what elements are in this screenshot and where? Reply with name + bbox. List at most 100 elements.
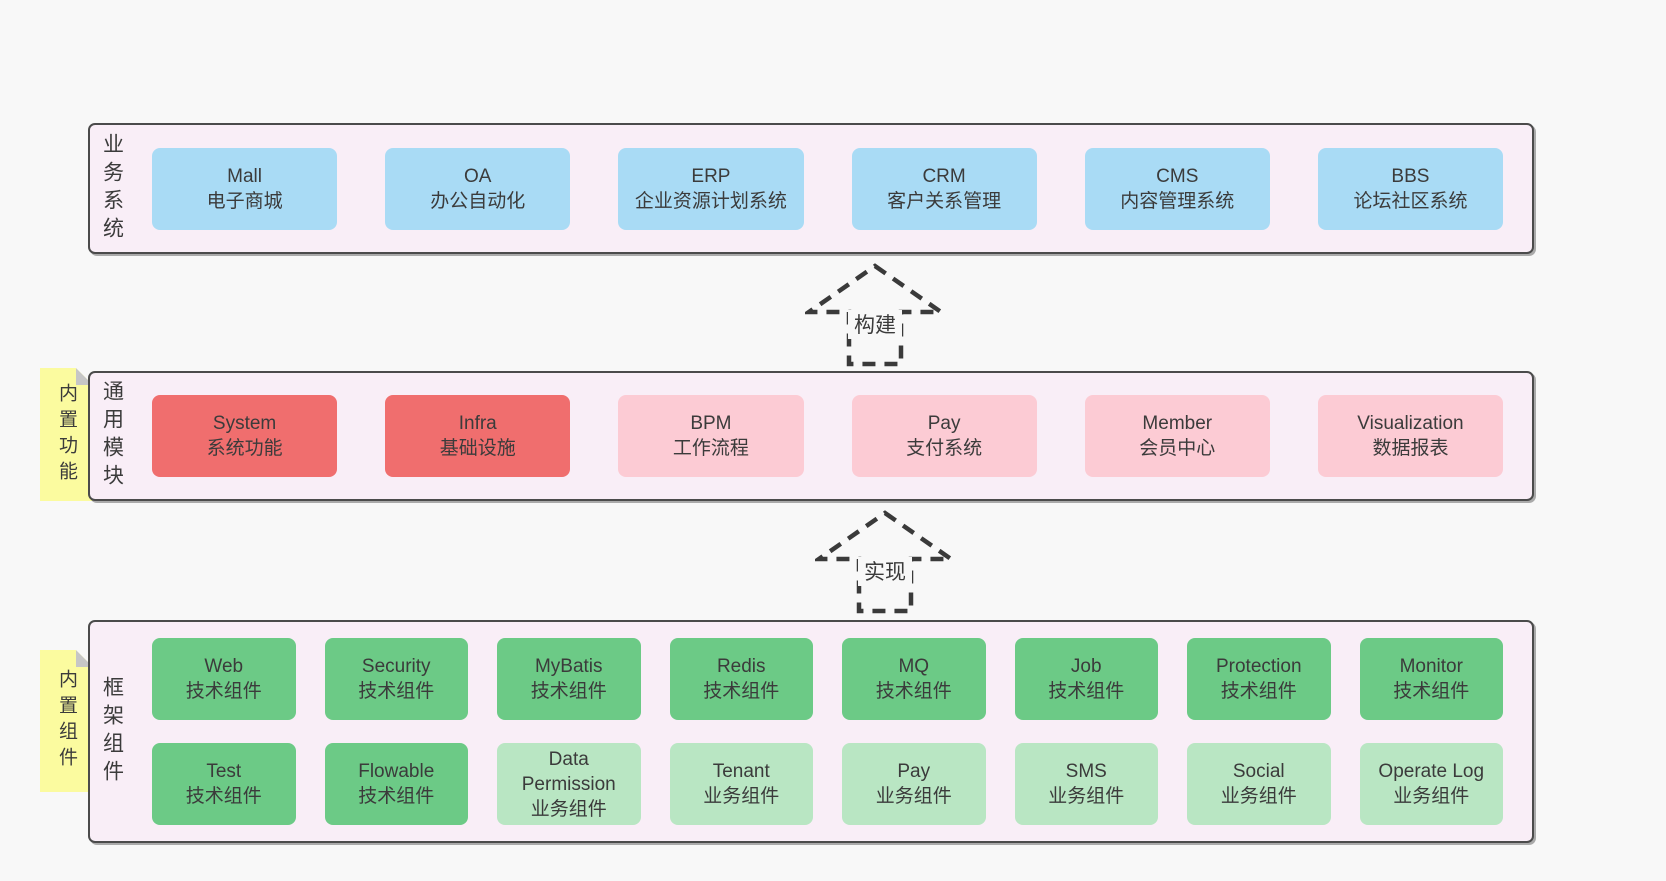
box-visualization: Visualization 数据报表 bbox=[1317, 395, 1504, 477]
box-pay: Pay 支付系统 bbox=[851, 395, 1037, 477]
box-subtitle: 系统功能 bbox=[206, 438, 283, 459]
box-title: Social bbox=[1232, 761, 1285, 782]
box-title: Web bbox=[204, 656, 244, 677]
box-title: MQ bbox=[898, 656, 930, 677]
arrow-label-background bbox=[858, 557, 912, 586]
box-subtitle: 技术组件 bbox=[703, 681, 780, 702]
box-title: CRM bbox=[922, 165, 966, 187]
box-subtitle: 工作流程 bbox=[672, 438, 749, 459]
sticky-note-label: 内置功能 bbox=[56, 382, 77, 487]
box-title: SMS bbox=[1065, 761, 1107, 782]
box-title: Job bbox=[1070, 656, 1102, 677]
box-title: Operate Log bbox=[1378, 761, 1485, 782]
common-modules-row: System 系统功能 Infra 基础设施 BPM 工作流程 Pay 支付系统… bbox=[134, 373, 1532, 499]
box-title: Visualization bbox=[1357, 413, 1464, 434]
box-member: Member 会员中心 bbox=[1084, 395, 1270, 477]
band-common-modules: 通用模块 System 系统功能 Infra 基础设施 BPM 工作流程 Pay… bbox=[88, 371, 1534, 501]
box-title: Infra bbox=[458, 413, 497, 434]
arrow-up-build: 构建 bbox=[805, 263, 945, 367]
arrow-up-implement: 实现 bbox=[815, 510, 955, 614]
box-subtitle: 会员中心 bbox=[1139, 438, 1216, 459]
box-title: BPM bbox=[690, 413, 732, 434]
box-title: CMS bbox=[1156, 165, 1199, 187]
band-label-text: 通用模块 bbox=[100, 380, 124, 492]
box-subtitle: 技术组件 bbox=[358, 786, 435, 807]
box-subtitle: 论坛社区系统 bbox=[1353, 190, 1468, 212]
box-title: Protection bbox=[1215, 656, 1302, 677]
box-title: Data Permission bbox=[521, 748, 616, 795]
box-redis: Redis 技术组件 bbox=[669, 638, 813, 720]
box-subtitle: 内容管理系统 bbox=[1120, 190, 1235, 212]
box-subtitle: 业务组件 bbox=[703, 786, 780, 807]
box-title: Pay bbox=[897, 761, 931, 782]
box-subtitle: 技术组件 bbox=[358, 681, 435, 702]
box-subtitle: 业务组件 bbox=[530, 798, 607, 820]
box-title: Tenant bbox=[712, 761, 770, 782]
box-infra: Infra 基础设施 bbox=[385, 395, 571, 477]
sticky-note-built-in-components: 内置组件 bbox=[40, 650, 93, 792]
box-data-permission: Data Permission 业务组件 bbox=[497, 743, 641, 825]
box-subtitle: 技术组件 bbox=[1048, 681, 1125, 702]
box-title: BBS bbox=[1391, 165, 1430, 187]
box-title: Redis bbox=[716, 656, 766, 677]
business-systems-row: Mall 电子商城 OA 办公自动化 ERP 企业资源计划系统 CRM 客户关系… bbox=[134, 125, 1532, 252]
box-crm: CRM 客户关系管理 bbox=[851, 147, 1037, 230]
band-business-systems: 业务系统 Mall 电子商城 OA 办公自动化 ERP 企业资源计划系统 CRM… bbox=[88, 123, 1534, 254]
box-subtitle: 电子商城 bbox=[206, 190, 283, 212]
box-title: MyBatis bbox=[534, 656, 603, 677]
box-social: Social 业务组件 bbox=[1187, 743, 1331, 825]
arrow-label: 构建 bbox=[854, 314, 896, 337]
box-security: Security 技术组件 bbox=[324, 638, 468, 720]
band-label-framework-components: 框架组件 bbox=[90, 622, 134, 841]
box-title: Member bbox=[1142, 413, 1213, 434]
box-title: Security bbox=[361, 656, 431, 677]
arrow-label: 实现 bbox=[864, 561, 906, 584]
box-title: Mall bbox=[227, 165, 262, 187]
box-subtitle: 技术组件 bbox=[185, 786, 262, 807]
box-subtitle: 业务组件 bbox=[1220, 786, 1297, 807]
sticky-note-built-in-features: 内置功能 bbox=[40, 368, 93, 501]
box-bpm: BPM 工作流程 bbox=[618, 395, 804, 477]
box-system: System 系统功能 bbox=[152, 395, 338, 477]
box-subtitle: 技术组件 bbox=[875, 681, 952, 702]
box-subtitle: 客户关系管理 bbox=[887, 190, 1002, 212]
box-test: Test 技术组件 bbox=[152, 743, 296, 825]
box-title: ERP bbox=[691, 165, 731, 187]
band-label-common-modules: 通用模块 bbox=[90, 373, 134, 499]
box-title: Test bbox=[206, 761, 242, 782]
box-sms: SMS 业务组件 bbox=[1014, 743, 1158, 825]
box-subtitle: 支付系统 bbox=[906, 438, 983, 459]
box-tenant: Tenant 业务组件 bbox=[669, 743, 813, 825]
box-pay-business: Pay 业务组件 bbox=[842, 743, 986, 825]
box-subtitle: 基础设施 bbox=[439, 438, 516, 459]
box-subtitle: 技术组件 bbox=[1220, 681, 1297, 702]
framework-components-row-2: Test 技术组件 Flowable 技术组件 Data Permission … bbox=[152, 743, 1503, 825]
box-subtitle: 业务组件 bbox=[1048, 786, 1125, 807]
sticky-note-label: 内置组件 bbox=[56, 669, 77, 773]
arrow-outline bbox=[815, 510, 955, 614]
box-mybatis: MyBatis 技术组件 bbox=[497, 638, 641, 720]
box-subtitle: 业务组件 bbox=[875, 786, 952, 807]
box-flowable: Flowable 技术组件 bbox=[324, 743, 468, 825]
box-oa: OA 办公自动化 bbox=[385, 147, 571, 230]
arrow-label-background bbox=[848, 310, 902, 339]
box-mall: Mall 电子商城 bbox=[152, 147, 338, 230]
box-title: System bbox=[212, 413, 277, 434]
box-subtitle: 技术组件 bbox=[185, 681, 262, 702]
box-cms: CMS 内容管理系统 bbox=[1084, 147, 1270, 230]
arrow-outline bbox=[805, 263, 945, 367]
box-subtitle: 技术组件 bbox=[530, 681, 607, 702]
box-protection: Protection 技术组件 bbox=[1187, 638, 1331, 720]
box-subtitle: 技术组件 bbox=[1393, 681, 1470, 702]
box-subtitle: 数据报表 bbox=[1372, 438, 1449, 459]
box-subtitle: 办公自动化 bbox=[430, 190, 526, 212]
box-monitor: Monitor 技术组件 bbox=[1359, 638, 1503, 720]
box-title: Flowable bbox=[358, 761, 435, 782]
band-label-text: 框架组件 bbox=[100, 675, 124, 788]
box-subtitle: 业务组件 bbox=[1393, 786, 1470, 807]
box-operate-log: Operate Log 业务组件 bbox=[1359, 743, 1503, 825]
box-title: OA bbox=[464, 165, 492, 187]
box-job: Job 技术组件 bbox=[1014, 638, 1158, 720]
band-framework-components: 框架组件 Web 技术组件 Security 技术组件 MyBatis 技术组件… bbox=[88, 620, 1534, 843]
